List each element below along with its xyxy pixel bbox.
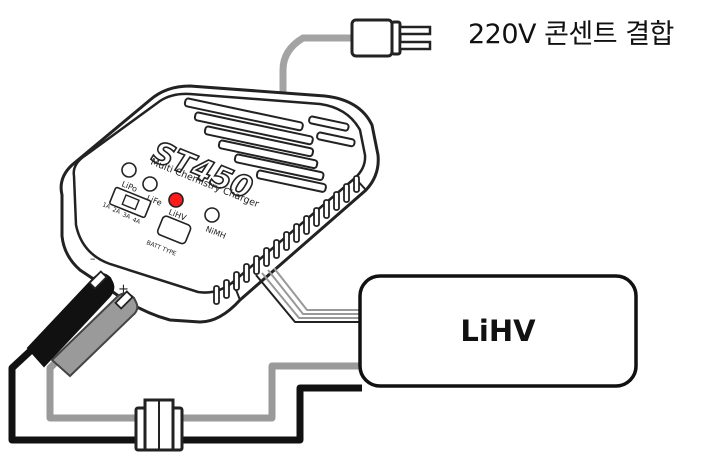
led-lipo [121,162,137,178]
current-4a: 4A [131,216,142,226]
battery-label: LiHV [460,314,536,348]
polarity-minus: – [90,252,96,265]
current-2a: 2A [111,206,122,216]
led-life [142,176,158,192]
power-cable [279,34,356,96]
red-banana-plug [50,290,139,378]
battery-pack [358,274,638,388]
top-vents [183,97,356,193]
led-nimh [204,207,220,223]
inline-connector [134,398,184,452]
polarity-plus: + [118,282,129,297]
power-plug-icon [350,18,432,58]
side-vents [213,175,360,305]
balance-wires [255,267,362,323]
current-1a: 1A [101,201,112,211]
current-slider[interactable] [109,186,152,219]
led-lihv [168,192,184,208]
power-caption: 220V 콘센트 결합 [468,19,674,50]
current-3a: 3A [121,211,132,221]
batt-type-button[interactable] [156,215,192,245]
black-banana-plug [26,270,115,368]
